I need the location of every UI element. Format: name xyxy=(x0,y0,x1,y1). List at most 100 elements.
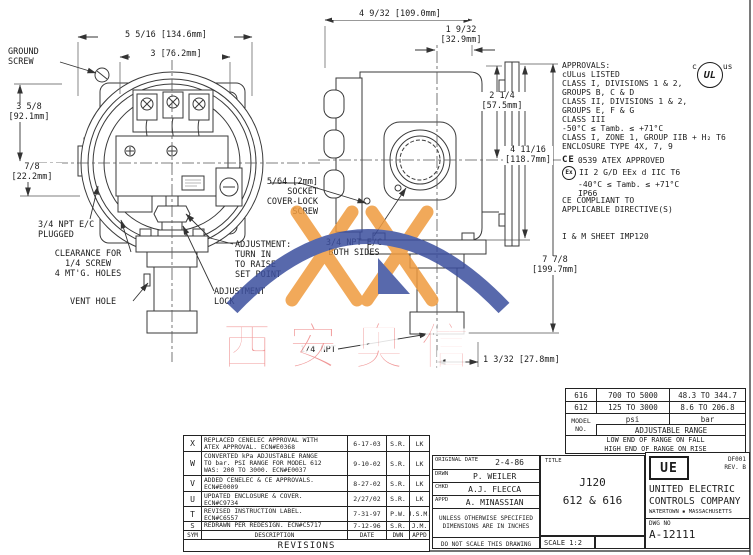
company-block: UE DF001 REV. B UNITED ELECTRIC CONTROLS… xyxy=(645,452,750,549)
title-box: TITLE J120 612 & 616 xyxy=(540,455,645,536)
drwn-value: P. WEILER xyxy=(472,471,517,481)
revisions-banner-row: REVISIONS xyxy=(184,539,429,551)
doc-code: DF001 xyxy=(727,456,746,463)
do-not-scale-note: DO NOT SCALE THIS DRAWING xyxy=(433,537,539,550)
rev-dwn: S.R. xyxy=(386,522,409,530)
atex-line4: IP66 xyxy=(578,189,598,199)
rev-appd: LK xyxy=(409,452,429,475)
dimensions-note: UNLESS OTHERWISE SPECIFIED DIMENSIONS AR… xyxy=(433,508,539,537)
rev-dwn: S.R. xyxy=(386,436,409,451)
rev-appd: LK xyxy=(409,476,429,491)
original-date-label: ORIGINAL DATE xyxy=(435,457,479,463)
appd-label: APPD xyxy=(435,497,449,503)
dim-side-height: 4 11/16 [118.7mm] xyxy=(503,145,553,166)
rev-desc: REVISED INSTRUCTION LABEL. ECN#C6557 xyxy=(201,507,347,521)
range-note: LOW END OF RANGE ON FALL HIGH END OF RAN… xyxy=(604,436,707,453)
range-psi: 700 TO 5000 xyxy=(596,389,669,401)
rev-date: 7-31-97 xyxy=(347,507,386,521)
range-row-616: 616 700 TO 5000 48.3 TO 344.7 xyxy=(566,389,745,401)
label-npt-both-sides: 3/4 NPT E/C BOTH SIDES xyxy=(325,238,383,259)
drawing-title: J120 612 & 616 xyxy=(562,476,623,507)
rev-header-sym: SYM xyxy=(187,531,198,539)
range-bar-label: bar xyxy=(669,414,745,424)
rev-desc: UPDATED ENCLOSURE & COVER. ECN#C9734 xyxy=(201,492,347,506)
rev-date: 2/27/02 xyxy=(347,492,386,506)
checked-by-row: CHKD A.J. FLECCA xyxy=(433,482,539,495)
label-clearance: CLEARANCE FOR 1/4 SCREW 4 MT'G. HOLES xyxy=(54,249,122,280)
rev-sym: T xyxy=(190,509,195,519)
label-socket-screw: 5/64 [2mm] SOCKET COVER-LOCK SCREW xyxy=(266,177,318,218)
rev-sym: S xyxy=(190,522,195,530)
revisions-banner: REVISIONS xyxy=(277,540,336,551)
label-npt-bottom: 1/4 NPT xyxy=(300,345,336,355)
dim-front-holes: 3 [76.2mm] xyxy=(130,49,222,60)
rev-date: 8-27-02 xyxy=(347,476,386,491)
title-block-left: ORIGINAL DATE 2-4-86 DRWN P. WEILER CHKD… xyxy=(432,455,540,549)
ce-compliant-note: CE COMPLIANT TO APPLICABLE DIRECTIVE(S) xyxy=(562,196,673,214)
dim-front-upper: 3 5/8 [92.1mm] xyxy=(0,102,58,123)
im-sheet-note: I & M SHEET IMP120 xyxy=(562,232,649,241)
revision-letter: REV. B xyxy=(724,463,746,471)
atex-line1: 0539 ATEX APPROVED xyxy=(577,155,665,165)
rev-dwn: S.R. xyxy=(386,492,409,506)
dwg-no-label: DWG NO xyxy=(646,517,749,527)
range-model-label: MODEL NO. xyxy=(571,416,591,433)
rev-appd: LK xyxy=(409,436,429,451)
dim-side-offset: 1 9/32 [32.9mm] xyxy=(432,25,490,46)
rev-sym: U xyxy=(190,494,195,504)
company-name: UNITED ELECTRIC CONTROLS COMPANY xyxy=(649,484,741,507)
label-ground-screw: GROUND SCREW xyxy=(8,47,39,68)
approvals-block: APPROVALS: cULus LISTED CLASS I, DIVISIO… xyxy=(562,61,726,151)
dim-side-upper: 2 1/4 [57.5mm] xyxy=(478,91,526,112)
rev-date: 9-10-02 xyxy=(347,452,386,475)
rev-date: 6-17-03 xyxy=(347,436,386,451)
revision-row: T REVISED INSTRUCTION LABEL. ECN#C6557 7… xyxy=(184,506,429,521)
drwn-label: DRWN xyxy=(435,471,449,477)
spare-box xyxy=(595,536,645,549)
revision-row: V ADDED CENELEC & CE APPROVALS. ECN#E000… xyxy=(184,475,429,491)
rev-desc: REDRAWN PER REDESIGN. ECN#C5717 xyxy=(201,522,347,530)
rev-appd: J.S.M. xyxy=(409,507,429,521)
title-label: TITLE xyxy=(545,458,562,464)
dim-front-lower: 7/8 [22.2mm] xyxy=(2,162,62,183)
rev-header-appd: APPD xyxy=(409,531,429,539)
revisions-table: X REPLACED CENELEC APPROVAL WITH ATEX AP… xyxy=(183,435,430,552)
ue-logo: UE xyxy=(649,456,689,480)
label-adjustment-lock: ADJUSTMENT LOCK xyxy=(214,287,266,308)
range-table: 616 700 TO 5000 48.3 TO 344.7 612 125 TO… xyxy=(565,388,746,454)
rev-date: 7-12-96 xyxy=(347,522,386,530)
chkd-label: CHKD xyxy=(435,484,449,490)
revision-row: X REPLACED CENELEC APPROVAL WITH ATEX AP… xyxy=(184,436,429,451)
dim-side-depth: 4 9/32 [109.0mm] xyxy=(332,9,468,20)
revision-row: W CONVERTED kPa ADJUSTABLE RANGE TO bar.… xyxy=(184,451,429,475)
dim-port-offset: 1 3/32 [27.8mm] xyxy=(482,355,562,366)
label-adjustment: ADJUSTMENT: TURN IN TO RAISE SET POINT xyxy=(235,240,292,281)
rev-sym: V xyxy=(190,479,195,488)
rev-dwn: S.R. xyxy=(386,452,409,475)
rev-appd: LK xyxy=(409,492,429,506)
chkd-value: A.J. FLECCA xyxy=(468,484,522,494)
company-location: WATERTOWN ▪ MASSACHUSETTS xyxy=(649,508,732,515)
rev-appd: J.M. xyxy=(409,522,429,530)
rev-header-dwn: DWN xyxy=(386,531,409,539)
revision-row: S REDRAWN PER REDESIGN. ECN#C5717 7-12-9… xyxy=(184,521,429,530)
ce-mark-icon: CE xyxy=(562,155,575,165)
culus-listed-mark: c UL us xyxy=(692,62,732,88)
ex-mark-icon: Ex xyxy=(562,165,576,180)
range-units-row: MODEL NO. psi bar ADJUSTABLE RANGE xyxy=(566,413,745,435)
range-bar: 48.3 TO 344.7 xyxy=(669,389,745,401)
range-note-row: LOW END OF RANGE ON FALL HIGH END OF RAN… xyxy=(566,435,745,453)
appd-value: A. MINASSIAN xyxy=(465,497,524,507)
atex-approvals: CE 0539 ATEX APPROVED Ex II 2 G/D EEx d … xyxy=(562,155,680,199)
range-row-612: 612 125 TO 3000 8.6 TO 206.8 xyxy=(566,401,745,413)
revision-row: U UPDATED ENCLOSURE & COVER. ECN#C9734 2… xyxy=(184,491,429,506)
rev-sym: X xyxy=(190,439,195,448)
ul-us-suffix: us xyxy=(722,62,733,71)
rev-desc: REPLACED CENELEC APPROVAL WITH ATEX APPR… xyxy=(201,436,347,451)
dwg-no-value: A-12111 xyxy=(649,527,696,541)
atex-line2: II 2 G/D EEx d IIC T6 xyxy=(579,168,681,177)
range-psi: 125 TO 3000 xyxy=(596,402,669,413)
label-vent-hole: VENT HOLE xyxy=(70,297,117,307)
